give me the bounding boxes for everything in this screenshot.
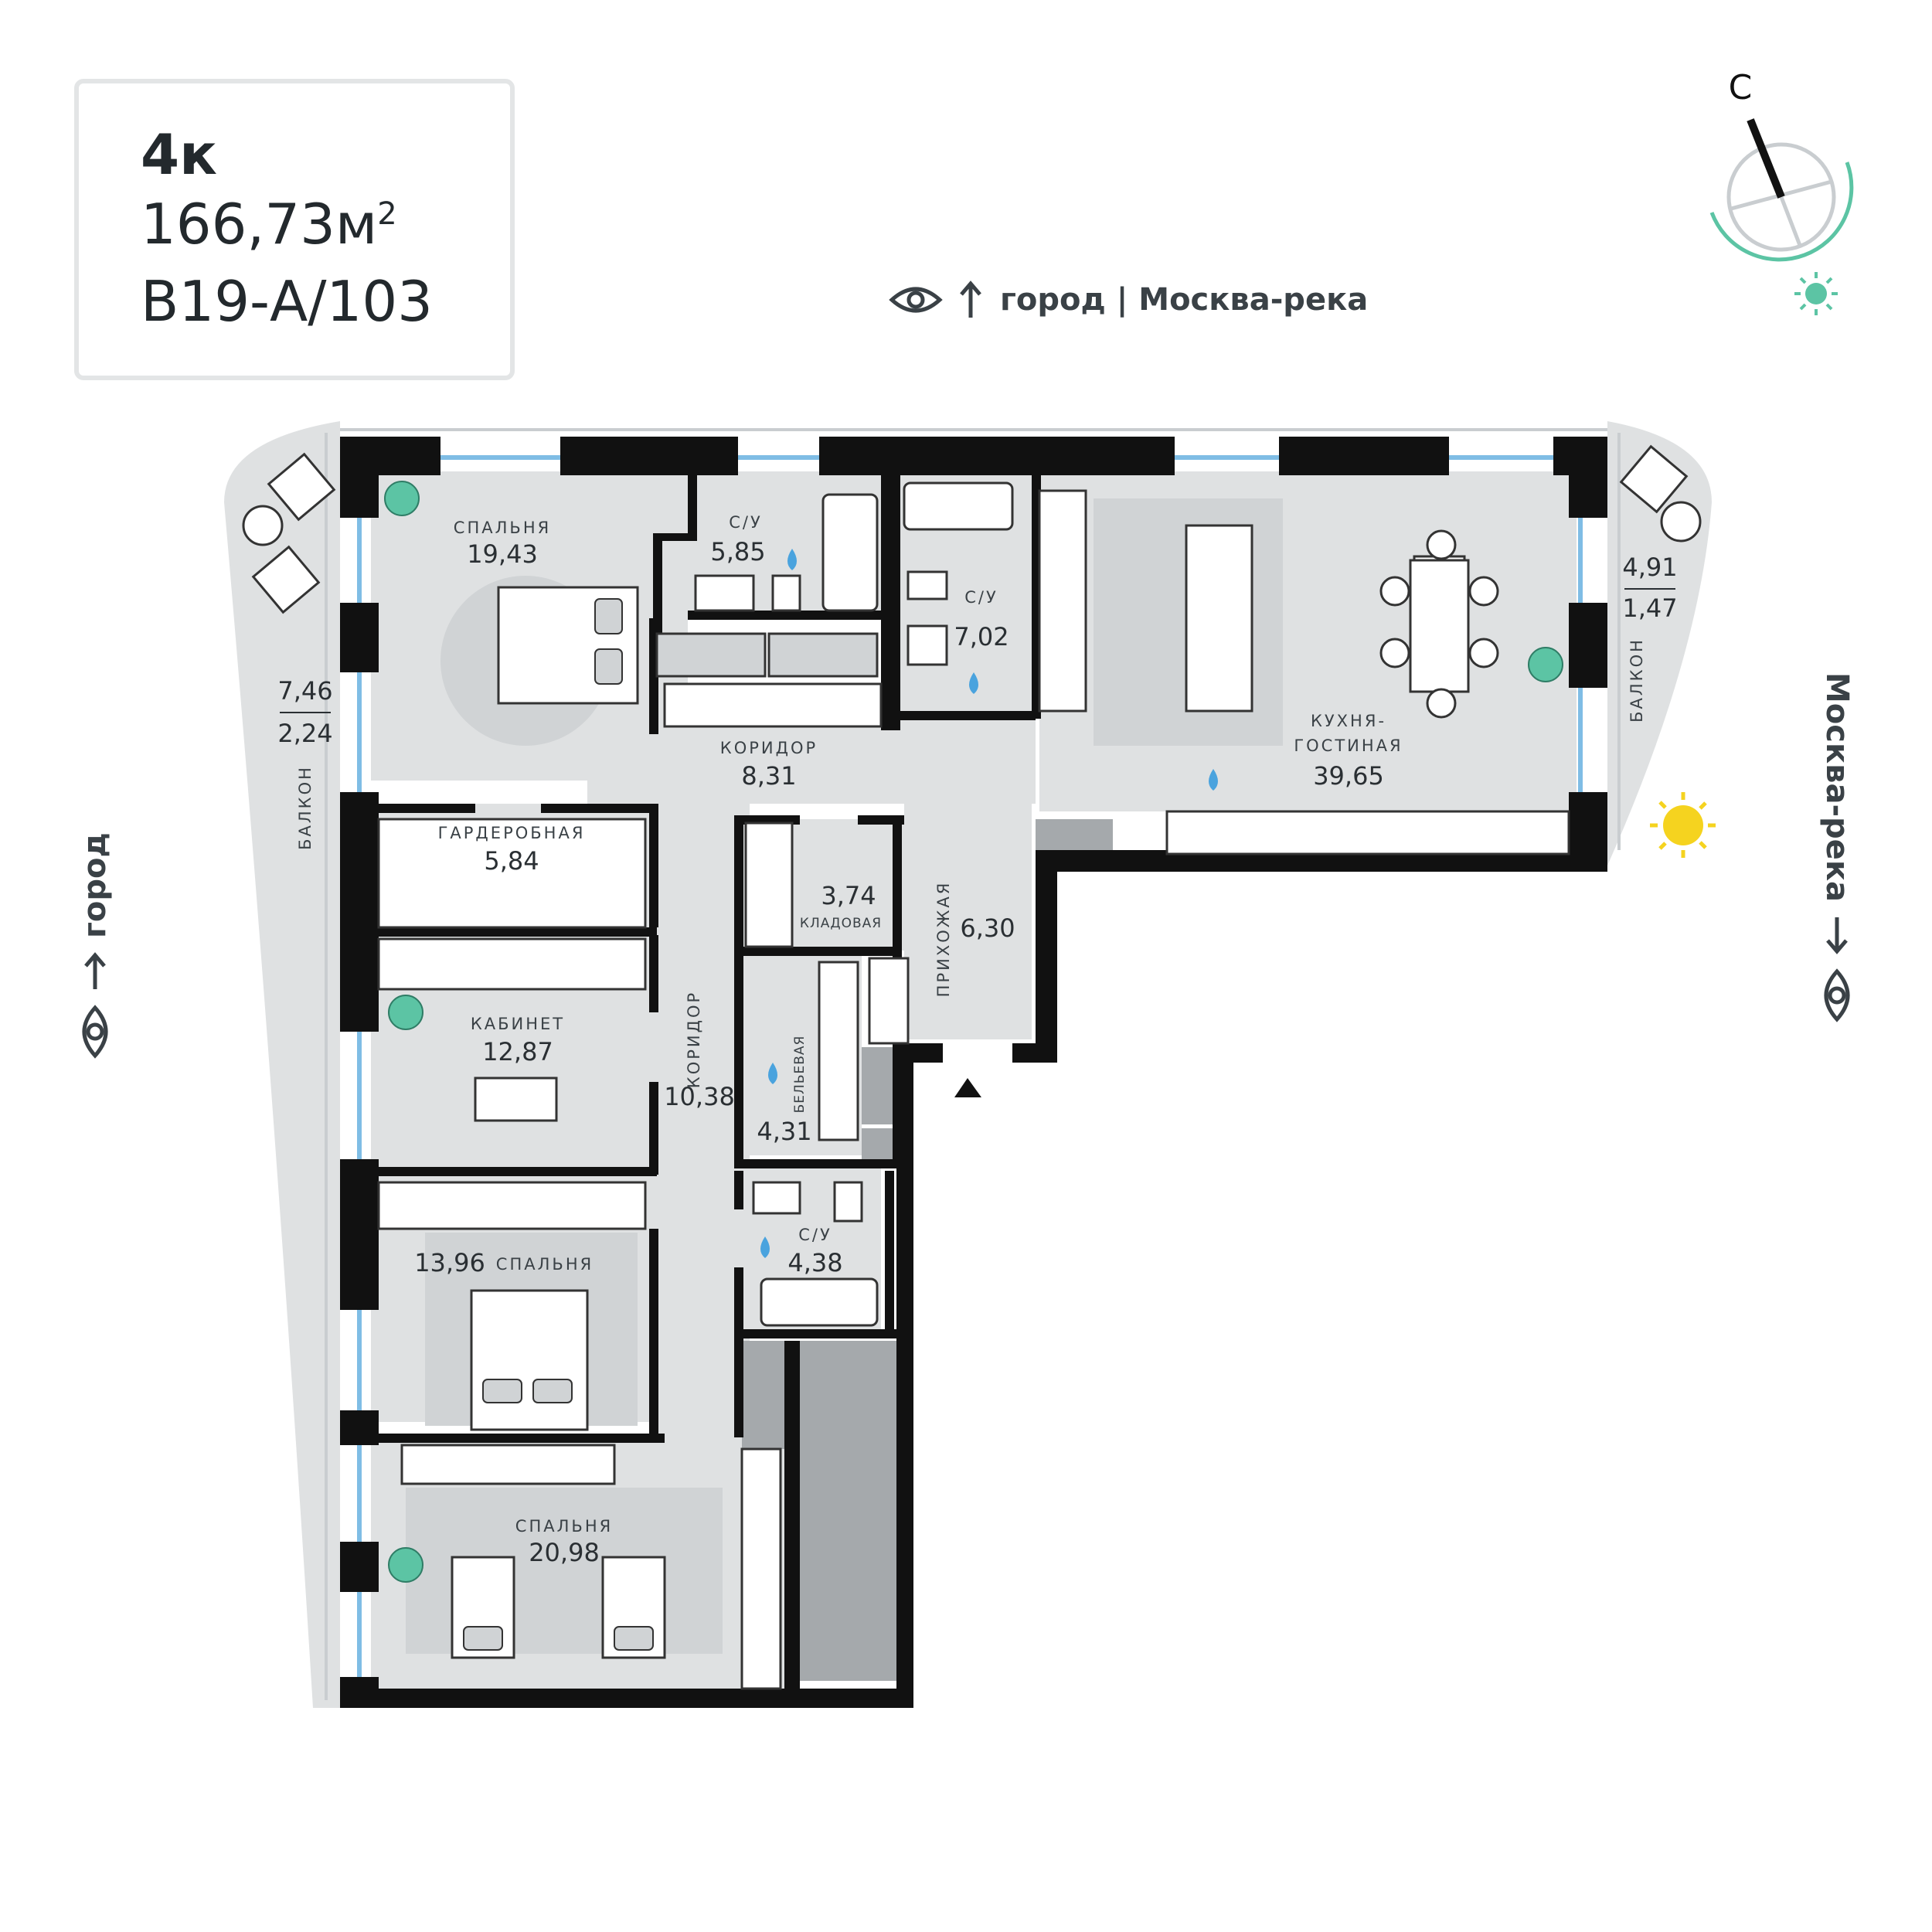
- balcony-furniture: [242, 444, 1702, 614]
- eye-icon: [82, 1005, 108, 1059]
- room-name-kitchen-2: ГОСТИНАЯ: [1294, 736, 1403, 755]
- closet-dark: [655, 632, 879, 678]
- apartment-info-card: 4к 166,73м2 В19-А/103: [74, 79, 515, 380]
- room-name-balcony-right: БАЛКОН: [1628, 638, 1646, 723]
- window-frames: [325, 428, 1621, 1700]
- room-name-corridor1: КОРИДОР: [720, 739, 818, 757]
- room-name-linen: БЕЛЬЕВАЯ: [792, 1036, 808, 1114]
- arrow-up-icon: [960, 281, 981, 318]
- room-name-bedroom3: СПАЛЬНЯ: [515, 1517, 613, 1536]
- bathroom-fixtures: [694, 481, 1014, 1327]
- room-area-bath2: 7,02: [954, 622, 1009, 651]
- walls: [340, 437, 1607, 1708]
- total-area: 166,73м2: [141, 192, 397, 257]
- sun-icon: [1794, 272, 1838, 315]
- compass-icon: С: [1709, 68, 1854, 262]
- room-area-corridor2: 10,38: [664, 1082, 735, 1111]
- room-name-pantry: КЛАДОВАЯ: [800, 916, 882, 931]
- room-area-bath3: 4,38: [787, 1248, 842, 1277]
- room-area-bedroom1: 19,43: [467, 539, 538, 569]
- room-area-pantry: 3,74: [821, 881, 876, 910]
- room-area-bedroom2: 13,96: [414, 1248, 485, 1277]
- view-top: город | Москва-река: [889, 277, 1368, 323]
- room-name-balcony-left: БАЛКОН: [296, 765, 315, 850]
- unit-code: В19-А/103: [141, 269, 433, 334]
- room-area-bedroom3: 20,98: [529, 1538, 600, 1567]
- room-name-bath1: С/У: [729, 513, 763, 532]
- furniture-closets: [377, 682, 910, 1690]
- room-name-office: КАБИНЕТ: [471, 1015, 565, 1033]
- technical-areas: [742, 819, 1113, 1681]
- room-area-wardrobe: 5,84: [484, 846, 539, 876]
- room-name-bedroom1: СПАЛЬНЯ: [454, 519, 551, 537]
- room-area-office: 12,87: [482, 1037, 553, 1066]
- balcony-left: [224, 421, 340, 1708]
- room-name-wardrobe: ГАРДЕРОБНАЯ: [438, 824, 586, 842]
- eye-icon: [889, 287, 943, 313]
- compass-north-label: С: [1729, 68, 1753, 107]
- room-area-bath1: 5,85: [710, 537, 765, 566]
- view-top-label: город | Москва-река: [1000, 282, 1369, 318]
- room-name-bath2: С/У: [964, 588, 998, 607]
- room-name-kitchen-1: КУХНЯ-: [1311, 712, 1386, 730]
- sun-icon: [1650, 792, 1716, 858]
- eye-icon: [1824, 968, 1850, 1022]
- arrow-up-icon: [84, 952, 106, 989]
- windows: [357, 455, 1583, 1677]
- room-area-corridor1: 8,31: [741, 761, 796, 791]
- room-name-bedroom2: СПАЛЬНЯ: [496, 1255, 594, 1274]
- room-area-balcony-left-2: 2,24: [277, 719, 332, 748]
- room-name-bath3: С/У: [798, 1226, 832, 1244]
- area-unit-sup: 2: [377, 196, 397, 232]
- plant-icon: [384, 481, 1563, 1583]
- room-name-corridor2: КОРИДОР: [685, 991, 703, 1088]
- water-drop-icon: [760, 549, 1218, 1258]
- room-area-linen: 4,31: [757, 1117, 811, 1146]
- arrow-down-icon: [1826, 917, 1848, 954]
- dining-set: [1379, 529, 1499, 719]
- room-area-kitchen: 39,65: [1313, 761, 1384, 791]
- total-area-value: 166,73м: [141, 192, 378, 257]
- room-area-balcony-right-1: 4,91: [1622, 553, 1677, 582]
- room-area-hall: 6,30: [960, 913, 1015, 943]
- room-area-balcony-right-2: 1,47: [1622, 594, 1677, 623]
- entrance-arrow-icon: [954, 1078, 981, 1097]
- room-area-balcony-left-1: 7,46: [277, 676, 332, 706]
- pillows: [463, 598, 654, 1651]
- room-name-hall: ПРИХОЖАЯ: [934, 881, 953, 998]
- rooms-type: 4к: [141, 122, 217, 187]
